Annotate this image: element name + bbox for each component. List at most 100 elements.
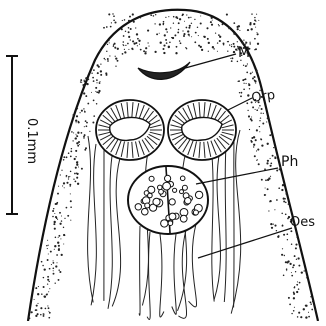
stipple-dot	[285, 202, 287, 204]
stipple-dot	[67, 215, 69, 217]
stipple-dot	[145, 47, 147, 49]
stipple-dot	[115, 66, 116, 67]
stipple-dot	[243, 88, 245, 90]
stipple-dot	[247, 110, 248, 111]
pharynx-cell	[182, 185, 187, 190]
fibre-strand	[212, 156, 214, 302]
stipple-dot	[182, 13, 184, 15]
stipple-dot	[122, 20, 123, 21]
stipple-dot	[252, 72, 253, 73]
stipple-dot	[66, 182, 68, 184]
stipple-dot	[99, 82, 100, 83]
stipple-dot	[270, 165, 272, 167]
stipple-dot	[63, 156, 65, 158]
stipple-dot	[227, 41, 228, 42]
pharynx-cell	[163, 182, 171, 190]
stipple-dot	[76, 164, 78, 166]
stipple-dot	[133, 21, 135, 23]
stipple-dot	[49, 281, 50, 282]
stipple-dot	[272, 155, 274, 157]
stipple-dot	[125, 45, 126, 46]
stipple-dot	[140, 49, 142, 51]
pharynx-cell	[173, 188, 177, 192]
stipple-dot	[183, 33, 185, 35]
stipple-dot	[291, 243, 292, 244]
stipple-dot	[54, 221, 56, 223]
stipple-dot	[60, 174, 61, 175]
stipple-dot	[57, 219, 58, 220]
stipple-dot	[60, 238, 61, 239]
stipple-dot	[83, 80, 84, 81]
label-oesophagus: Oes	[290, 215, 315, 230]
stipple-dot	[287, 239, 288, 240]
stipple-dot	[124, 19, 126, 21]
stipple-dot	[58, 235, 60, 237]
stipple-dot	[163, 52, 165, 54]
stipple-dot	[249, 42, 250, 43]
stipple-dot	[76, 122, 77, 123]
stipple-dot	[170, 27, 171, 28]
stipple-dot	[105, 59, 106, 60]
stipple-dot	[37, 313, 39, 315]
stipple-dot	[244, 79, 245, 80]
oral-papilla-right	[168, 100, 236, 160]
stipple-dot	[79, 112, 80, 113]
stipple-dot	[58, 237, 59, 238]
stipple-dot	[40, 314, 42, 316]
stipple-dot	[295, 271, 296, 272]
stipple-dot	[270, 223, 272, 225]
stipple-dot	[179, 18, 181, 20]
stipple-dot	[283, 234, 285, 236]
stipple-dot	[59, 212, 61, 214]
stipple-dot	[98, 66, 100, 68]
stipple-dot	[257, 43, 259, 45]
stipple-dot	[191, 36, 192, 37]
stipple-dot	[49, 268, 51, 270]
stipple-dot	[286, 268, 288, 270]
stipple-dot	[201, 49, 203, 51]
stipple-dot	[206, 27, 208, 29]
stipple-dot	[44, 296, 46, 298]
stipple-dot	[229, 44, 230, 45]
stipple-dot	[258, 20, 259, 21]
fibre-strand	[214, 150, 220, 300]
stipple-dot	[61, 220, 62, 221]
stipple-dot	[59, 223, 61, 225]
stipple-dot	[281, 213, 282, 214]
stipple-dot	[63, 243, 64, 244]
stipple-dot	[248, 115, 250, 117]
stipple-dot	[218, 25, 219, 26]
stipple-dot	[267, 188, 269, 190]
stipple-dot	[83, 137, 84, 138]
stipple-dot	[98, 90, 100, 92]
stipple-dot	[41, 261, 43, 263]
stipple-dot	[125, 52, 127, 54]
stipple-dot	[100, 74, 102, 76]
stipple-dot	[200, 16, 201, 17]
stipple-dot	[281, 189, 283, 191]
stipple-dot	[278, 235, 280, 237]
stipple-dot	[71, 131, 73, 133]
stipple-dot	[99, 81, 100, 82]
stipple-dot	[195, 32, 197, 34]
stipple-dot	[69, 184, 71, 186]
stipple-dot	[66, 175, 68, 177]
stipple-dot	[96, 91, 98, 93]
stipple-dot	[259, 120, 260, 121]
stipple-dot	[144, 52, 146, 54]
stipple-dot	[251, 28, 253, 30]
stipple-dot	[47, 259, 49, 261]
stipple-dot	[76, 115, 78, 117]
stipple-dot	[129, 16, 131, 18]
pharynx-cell	[153, 198, 160, 205]
stipple-dot	[47, 276, 49, 278]
stipple-dot	[54, 249, 55, 250]
stipple-dot	[84, 81, 85, 82]
stipple-dot	[163, 21, 165, 23]
stipple-dot	[36, 309, 38, 311]
stipple-dot	[47, 240, 48, 241]
stipple-dot	[298, 312, 300, 314]
stipple-dot	[70, 220, 71, 221]
stipple-dot	[72, 140, 73, 141]
stipple-dot	[100, 63, 101, 64]
